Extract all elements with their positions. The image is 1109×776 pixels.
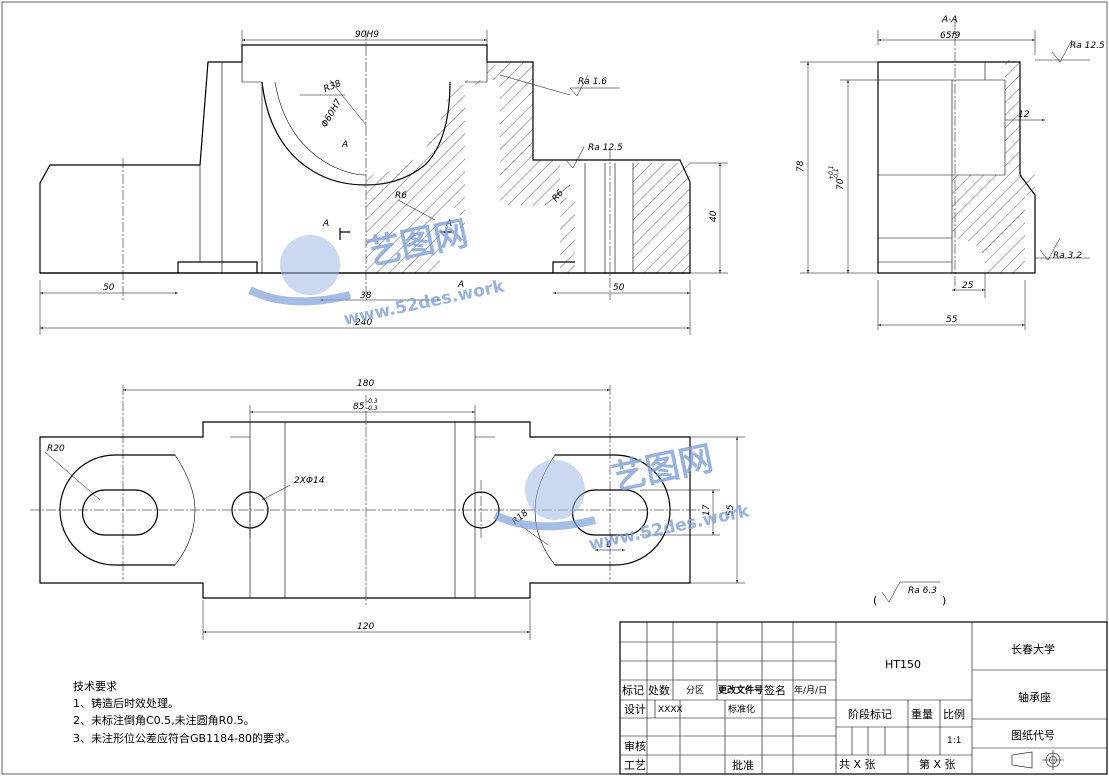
rev-header-zone: 分区 [686, 685, 704, 696]
cut-mark-a1: A [341, 140, 348, 150]
rev-header-mark: 标记 [622, 683, 644, 697]
watermark-logo [248, 235, 596, 531]
cut-mark-a3: A [445, 219, 452, 229]
tech-requirement-2: 2、未标注倒角C0.5,未注圆角R0.5。 [73, 713, 255, 727]
dim-height-70: 70 [836, 178, 846, 190]
design-label: 设计 [624, 703, 646, 716]
dim-bore-width: 90H9 [355, 30, 379, 40]
university-name: 长春大学 [1011, 642, 1055, 656]
roughness-3-2: Ra 3.2 [1053, 251, 1082, 261]
rev-header-date: 年/月/日 [794, 684, 827, 696]
cut-mark-a2: A [322, 219, 329, 229]
watermark-url-1: www.52des.work [342, 276, 507, 330]
svg-text:): ) [942, 594, 946, 607]
section-label: A-A [941, 15, 958, 25]
title-block [619, 621, 1108, 775]
dim-width-85: 85 [353, 402, 365, 412]
tol-85-lower: -0.3 [366, 405, 378, 412]
watermark-url-2: www.52des.work [587, 501, 752, 555]
stage-label: 阶段标记 [848, 707, 892, 721]
process-label: 工艺 [624, 759, 646, 772]
dim-r20: R20 [47, 444, 65, 454]
roughness-12-5-front: Ra 12.5 [588, 143, 623, 153]
roughness-general: Ra 6.3 [908, 586, 937, 596]
tech-requirements-title: 技术要求 [73, 680, 117, 693]
dim-left-50: 50 [103, 283, 115, 293]
rev-header-sign: 签名 [764, 683, 786, 697]
scale-label: 比例 [943, 707, 965, 721]
sheet-number: 第 X 张 [919, 757, 956, 771]
tech-requirement-3: 3、未注形位公差应符合GB1184-80的要求。 [73, 731, 296, 745]
rev-header-docno: 更改文件号 [718, 684, 763, 696]
dim-depth-55: 55 [726, 504, 736, 516]
dim-height-40: 40 [709, 210, 719, 222]
dim-height-78: 78 [796, 160, 806, 172]
side-view [800, 20, 1090, 330]
weight-label: 重量 [911, 707, 933, 721]
dim-right-50: 50 [613, 283, 625, 293]
designer-name: XXXX [658, 705, 683, 715]
cut-mark-a4: A [457, 280, 464, 290]
dim-holes: 2XΦ14 [294, 476, 325, 486]
dim-width-65: 65f9 [940, 31, 961, 41]
dim-slot-6: 6 [606, 540, 612, 550]
tol-70-lower: -0.1 [833, 168, 840, 180]
dim-step-12: 12 [1018, 110, 1030, 120]
part-name: 轴承座 [1018, 690, 1051, 704]
sheet-total: 共 X 张 [839, 758, 876, 771]
dim-total-240: 240 [355, 318, 372, 328]
tol-85-upper: -0.3 [366, 398, 378, 405]
approve-label: 批准 [732, 758, 754, 772]
tol-70-upper: +0.1 [828, 165, 835, 180]
dim-mid-38: 38 [360, 291, 372, 301]
dim-foot-25: 25 [962, 281, 974, 291]
dim-slot-17: 17 [702, 504, 712, 516]
drawing-number-label: 图纸代号 [1011, 729, 1055, 742]
top-view [30, 385, 745, 640]
scale-value: 1:1 [947, 736, 961, 746]
review-label: 审核 [624, 739, 646, 753]
dim-span-180: 180 [357, 379, 374, 389]
dim-base-55: 55 [946, 315, 958, 325]
material: HT150 [885, 658, 921, 671]
general-roughness-symbol: ( ) [873, 581, 946, 607]
dim-span-120: 120 [357, 622, 374, 632]
roughness-1-6: Ra 1.6 [578, 77, 607, 87]
dim-r6-left: R6 [395, 191, 407, 201]
svg-text:(: ( [873, 594, 877, 607]
front-view [39, 30, 728, 335]
roughness-12-5-side: Ra 12.5 [1070, 41, 1105, 51]
dim-bore-dia: Φ60H7 [320, 97, 344, 129]
tech-requirement-1: 1、铸造后时效处理。 [73, 696, 179, 710]
standardize-label: 标准化 [728, 703, 755, 715]
rev-header-count: 处数 [648, 684, 670, 697]
